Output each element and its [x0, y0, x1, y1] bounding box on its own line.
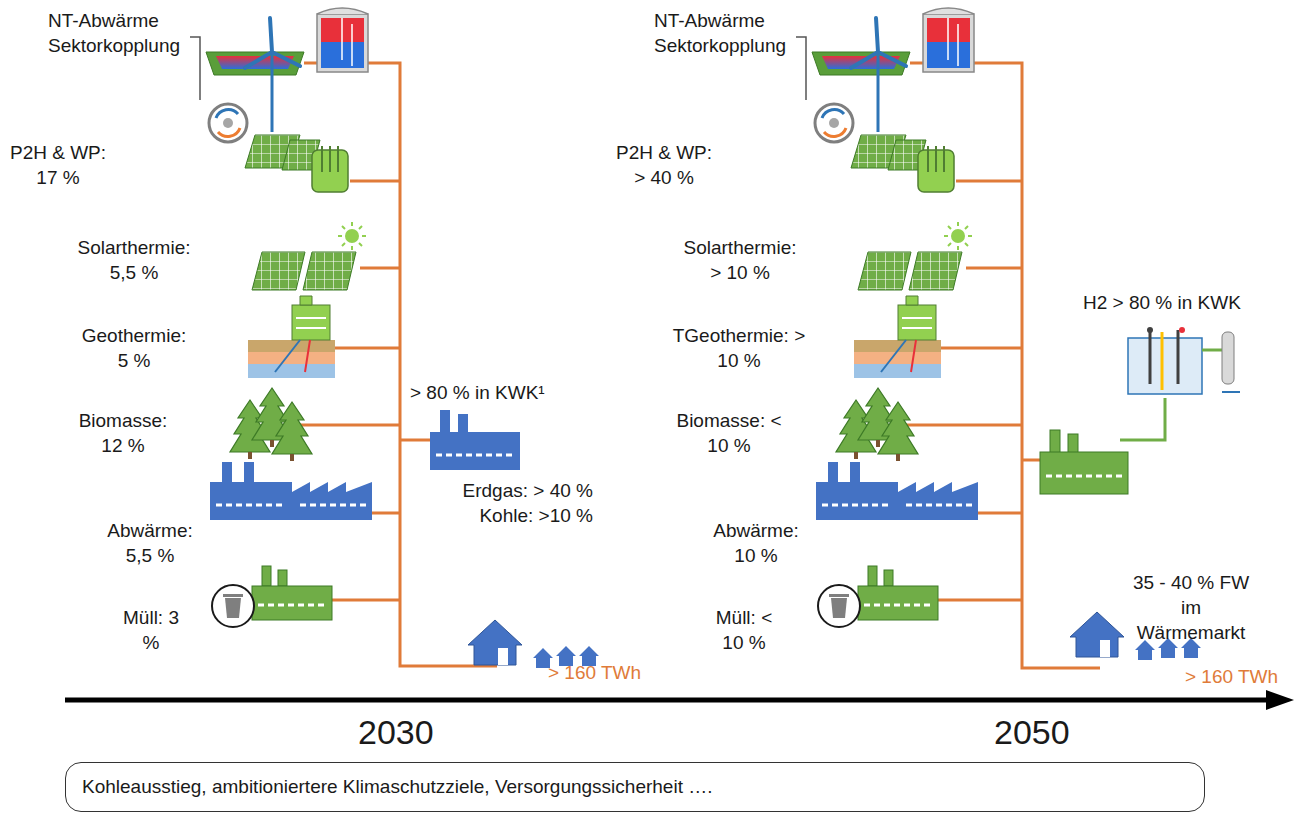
share-label: Müll: 3 %: [123, 605, 179, 655]
share-label: NT-Abwärme Sektorkopplung: [48, 8, 193, 58]
share-label: Solarthermie: > 10 %: [679, 235, 801, 285]
share-label: P2H & WP: 17 %: [8, 140, 108, 190]
share-label: Geothermie: 5 %: [76, 323, 192, 373]
share-label: > 160 TWh: [548, 660, 641, 685]
share-label: NT-Abwärme Sektorkopplung: [654, 8, 799, 58]
share-label: > 160 TWh: [1183, 664, 1280, 689]
share-label: Müll: < 10 %: [712, 605, 776, 655]
share-label: Abwärme: 5,5 %: [95, 518, 205, 568]
share-label: P2H & WP: > 40 %: [614, 140, 714, 190]
context-box: Kohleausstieg, ambitioniertere Klimaschu…: [65, 762, 1205, 812]
year-label: 2050: [994, 712, 1070, 752]
context-text: Kohleausstieg, ambitioniertere Klimaschu…: [82, 775, 712, 799]
share-label: 35 - 40 % FW im Wärmemarkt: [1125, 570, 1257, 645]
share-label: Kohle: >10 %: [438, 503, 593, 528]
share-label: Abwärme: 10 %: [701, 518, 811, 568]
share-label: H2 > 80 % in KWK: [1083, 290, 1241, 315]
year-label: 2030: [358, 712, 434, 752]
share-label: > 80 % in KWK¹: [410, 380, 545, 405]
share-label: Biomasse: < 10 %: [674, 408, 784, 458]
share-label: Erdgas: > 40 %: [438, 478, 593, 503]
share-label: Solarthermie: 5,5 %: [73, 235, 195, 285]
share-label: TGeothermie: > 10 %: [672, 323, 806, 373]
share-label: Biomasse: 12 %: [68, 408, 178, 458]
